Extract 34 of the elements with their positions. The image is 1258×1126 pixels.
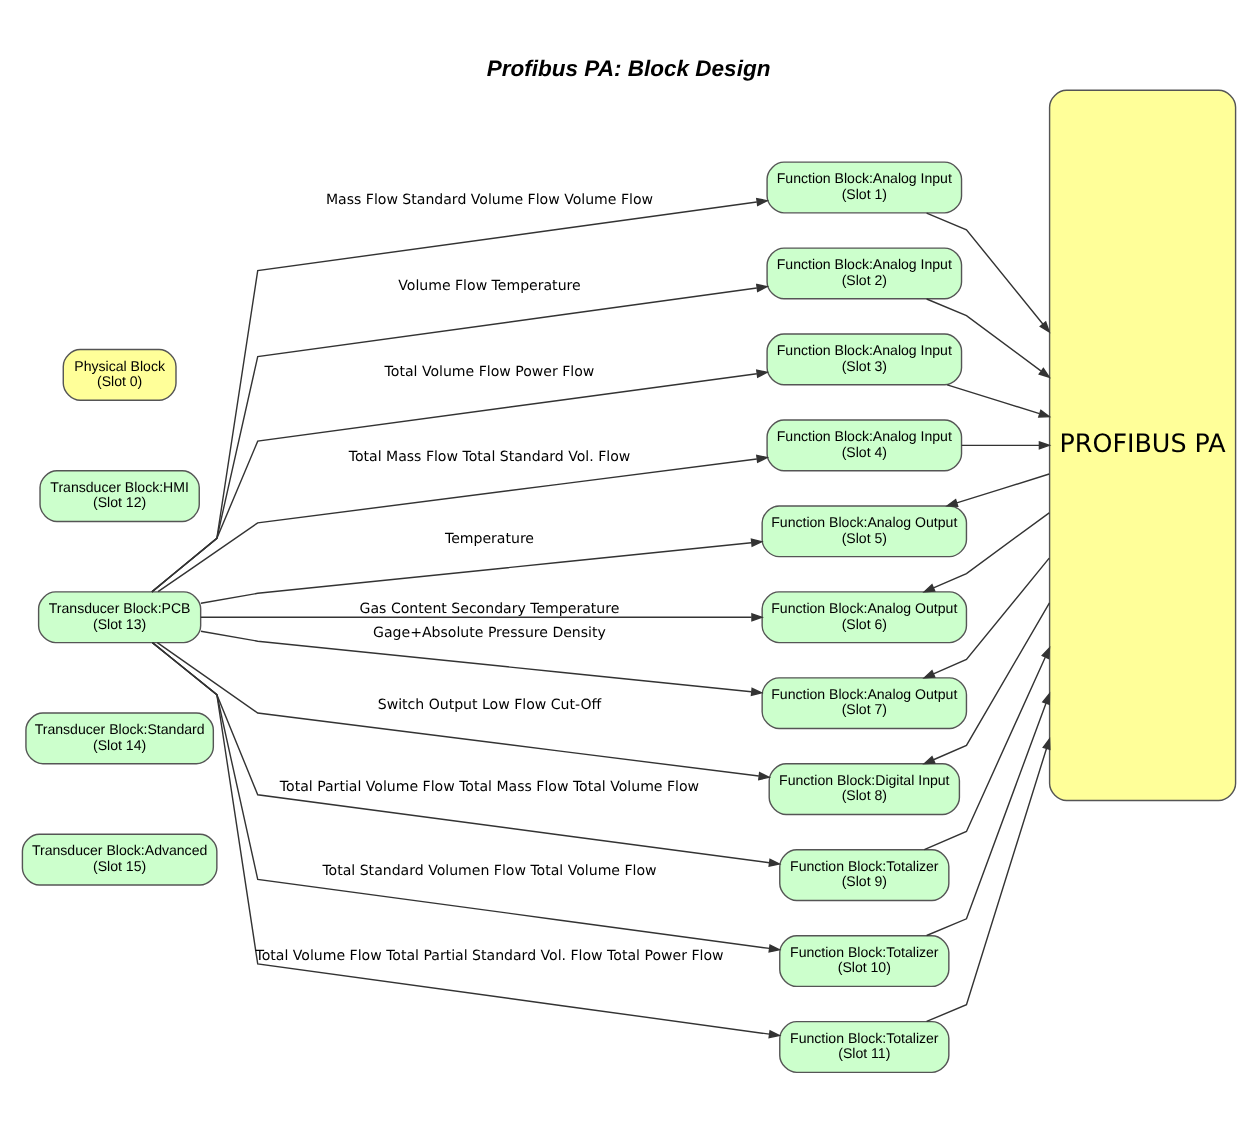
diagram-title: Profibus PA: Block Design <box>486 57 771 82</box>
arrow <box>151 197 770 593</box>
arrow <box>922 557 1050 679</box>
arrow <box>151 641 782 868</box>
arrow <box>151 641 782 1039</box>
arrow <box>925 212 1051 334</box>
edge-label: Total Mass Flow Total Standard Vol. Flow <box>348 446 631 465</box>
edge-label: Total Volume Flow Power Flow <box>384 362 595 381</box>
arrow <box>151 283 770 593</box>
arrow <box>925 691 1051 937</box>
arrow <box>960 440 1052 450</box>
arrow <box>200 612 764 622</box>
arrow <box>157 454 770 593</box>
edge-label: Mass Flow Standard Volume Flow Volume Flow <box>325 190 654 209</box>
arrow <box>151 369 770 593</box>
edge-label: Volume Flow Temperature <box>398 276 581 295</box>
arrow <box>946 384 1052 418</box>
arrow <box>151 641 782 953</box>
edge-label: Switch Output Low Flow Cut-Off <box>377 694 602 713</box>
arrow <box>922 602 1051 765</box>
arrow <box>200 630 764 697</box>
arrow <box>925 736 1051 1023</box>
edge-label: Temperature <box>444 528 535 547</box>
edge-label: Gage+Absolute Pressure Density <box>373 622 606 641</box>
arrow <box>923 646 1051 851</box>
arrow <box>945 473 1050 507</box>
arrow <box>925 298 1051 379</box>
edge-label: Total Standard Volumen Flow Total Volume Flow <box>322 861 657 880</box>
arrow <box>922 512 1050 593</box>
edge-label: Gas Content Secondary Temperature <box>359 599 620 618</box>
edge-label: Total Partial Volume Flow Total Mass Flow Total Volume Flow <box>279 776 700 795</box>
node-box: PROFIBUS PA <box>1048 89 1237 802</box>
arrow <box>200 538 764 604</box>
arrow <box>156 641 772 781</box>
